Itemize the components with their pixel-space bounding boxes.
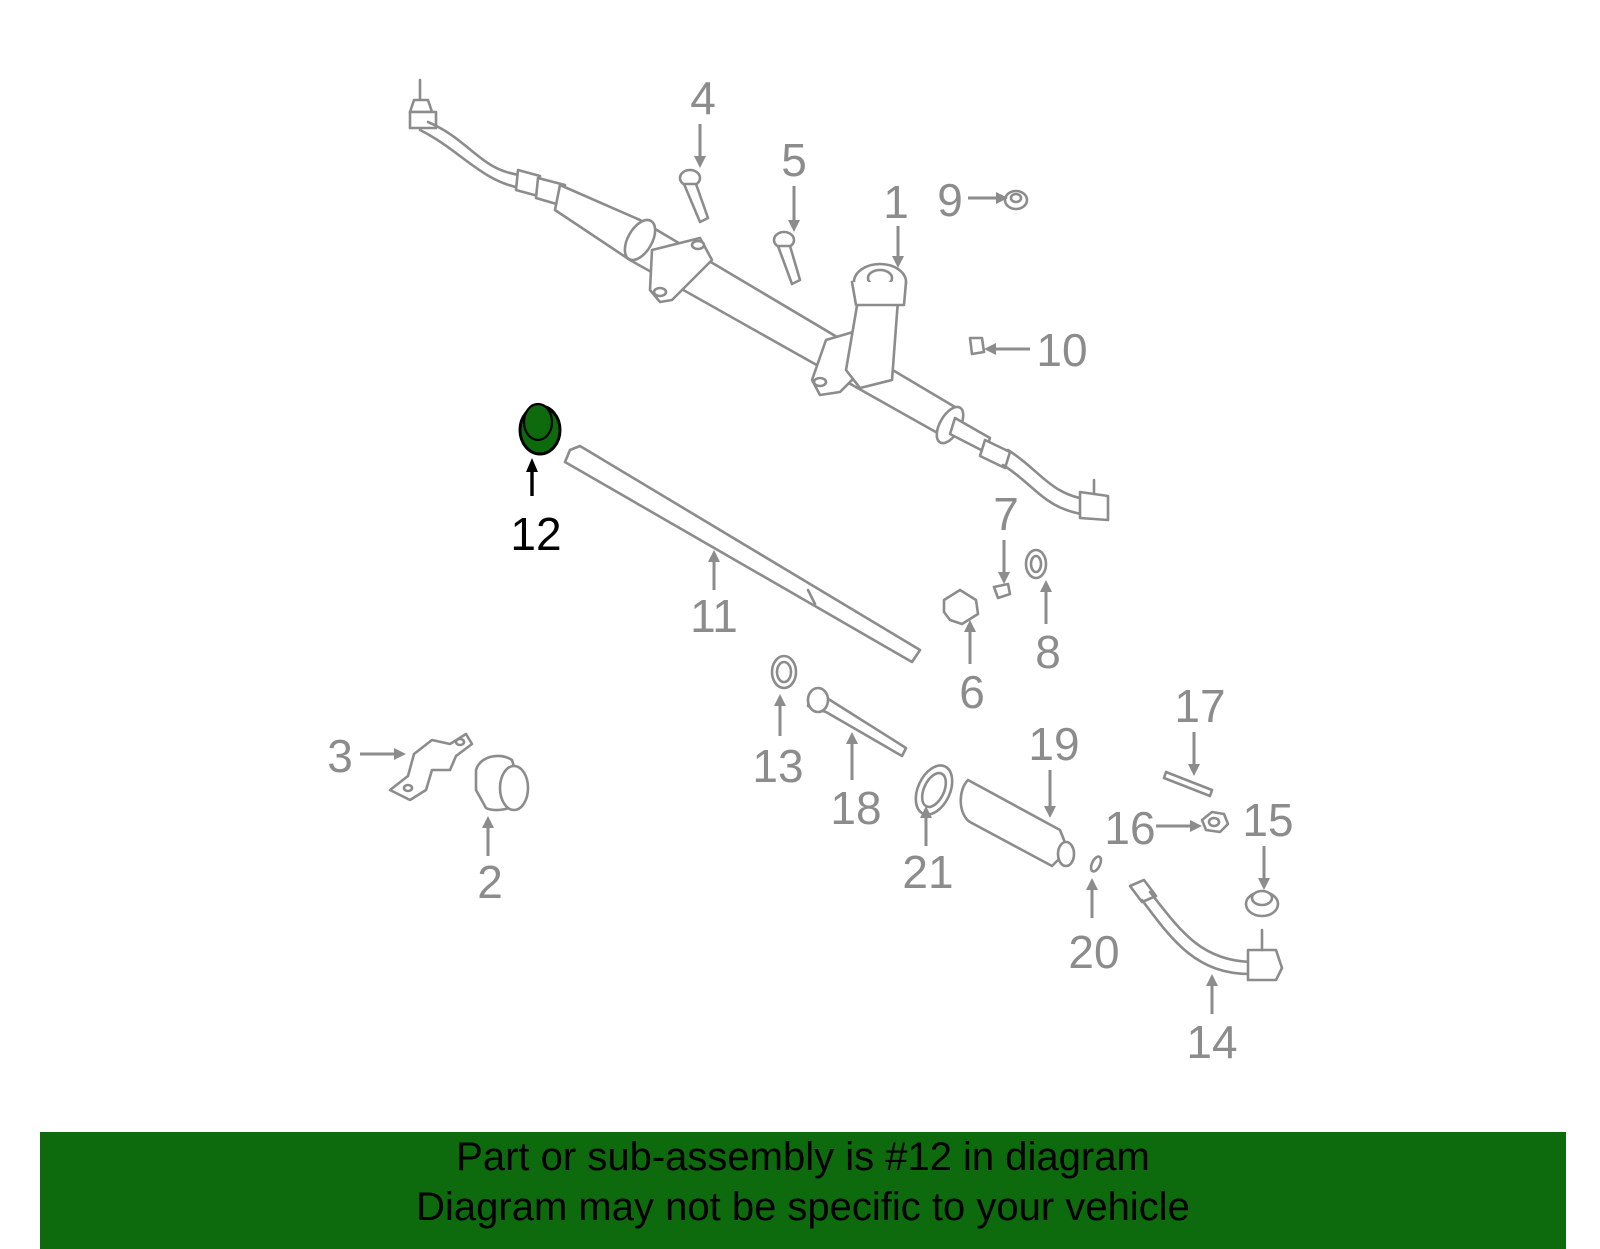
label-13: 13 — [752, 740, 803, 792]
rack-bar-part-11[interactable] — [563, 444, 922, 664]
cap-part-15[interactable] — [1244, 889, 1280, 918]
ring-part-21[interactable] — [909, 760, 960, 821]
banner-line-1: Part or sub-assembly is #12 in diagram — [456, 1135, 1150, 1179]
label-17: 17 — [1174, 680, 1225, 732]
bushing-part-2[interactable] — [474, 754, 530, 812]
boot-part-19[interactable] — [959, 778, 1076, 868]
label-9: 9 — [937, 174, 963, 226]
label-4: 4 — [690, 72, 716, 124]
label-20: 20 — [1068, 926, 1119, 978]
banner-line-2: Diagram may not be specific to your vehi… — [416, 1185, 1190, 1229]
label-2: 2 — [477, 856, 503, 908]
label-18: 18 — [830, 782, 881, 834]
inner-tie-rod-part-18[interactable] — [806, 686, 908, 758]
label-14: 14 — [1186, 1016, 1237, 1068]
tie-rod-end-part-14[interactable] — [1128, 878, 1284, 982]
label-7: 7 — [993, 488, 1019, 540]
label-16: 16 — [1104, 802, 1155, 854]
label-19: 19 — [1028, 718, 1079, 770]
label-21: 21 — [902, 846, 953, 898]
lock-plate-part-17[interactable] — [1162, 770, 1214, 798]
label-15: 15 — [1242, 794, 1293, 846]
bolt-part-5[interactable] — [772, 230, 802, 286]
parts-diagram: 1 9 4 5 10 12 11 7 8 6 3 2 13 18 21 — [327, 72, 1293, 1068]
clip-part-10[interactable] — [968, 336, 986, 356]
bushing-part-6[interactable] — [942, 588, 980, 626]
label-6: 6 — [959, 666, 985, 718]
nut-part-16[interactable] — [1200, 810, 1230, 834]
label-12: 12 — [510, 508, 561, 560]
label-3: 3 — [327, 730, 353, 782]
label-11: 11 — [690, 590, 738, 642]
washer-part-8[interactable] — [1024, 548, 1048, 580]
info-banner: Part or sub-assembly is #12 in diagram D… — [40, 1132, 1566, 1249]
nut-part-9[interactable] — [1003, 189, 1029, 211]
highlighted-part-12[interactable] — [518, 402, 562, 456]
label-8: 8 — [1035, 626, 1061, 678]
bolt-part-4[interactable] — [678, 168, 710, 224]
steering-rack-assembly[interactable] — [408, 78, 1110, 522]
bracket-part-3[interactable] — [388, 732, 474, 802]
washer-part-13[interactable] — [770, 654, 798, 690]
clamp-part-20[interactable] — [1089, 855, 1103, 873]
label-5: 5 — [781, 134, 807, 186]
label-10: 10 — [1036, 324, 1087, 376]
label-1: 1 — [883, 176, 909, 228]
clip-part-7[interactable] — [992, 582, 1012, 600]
